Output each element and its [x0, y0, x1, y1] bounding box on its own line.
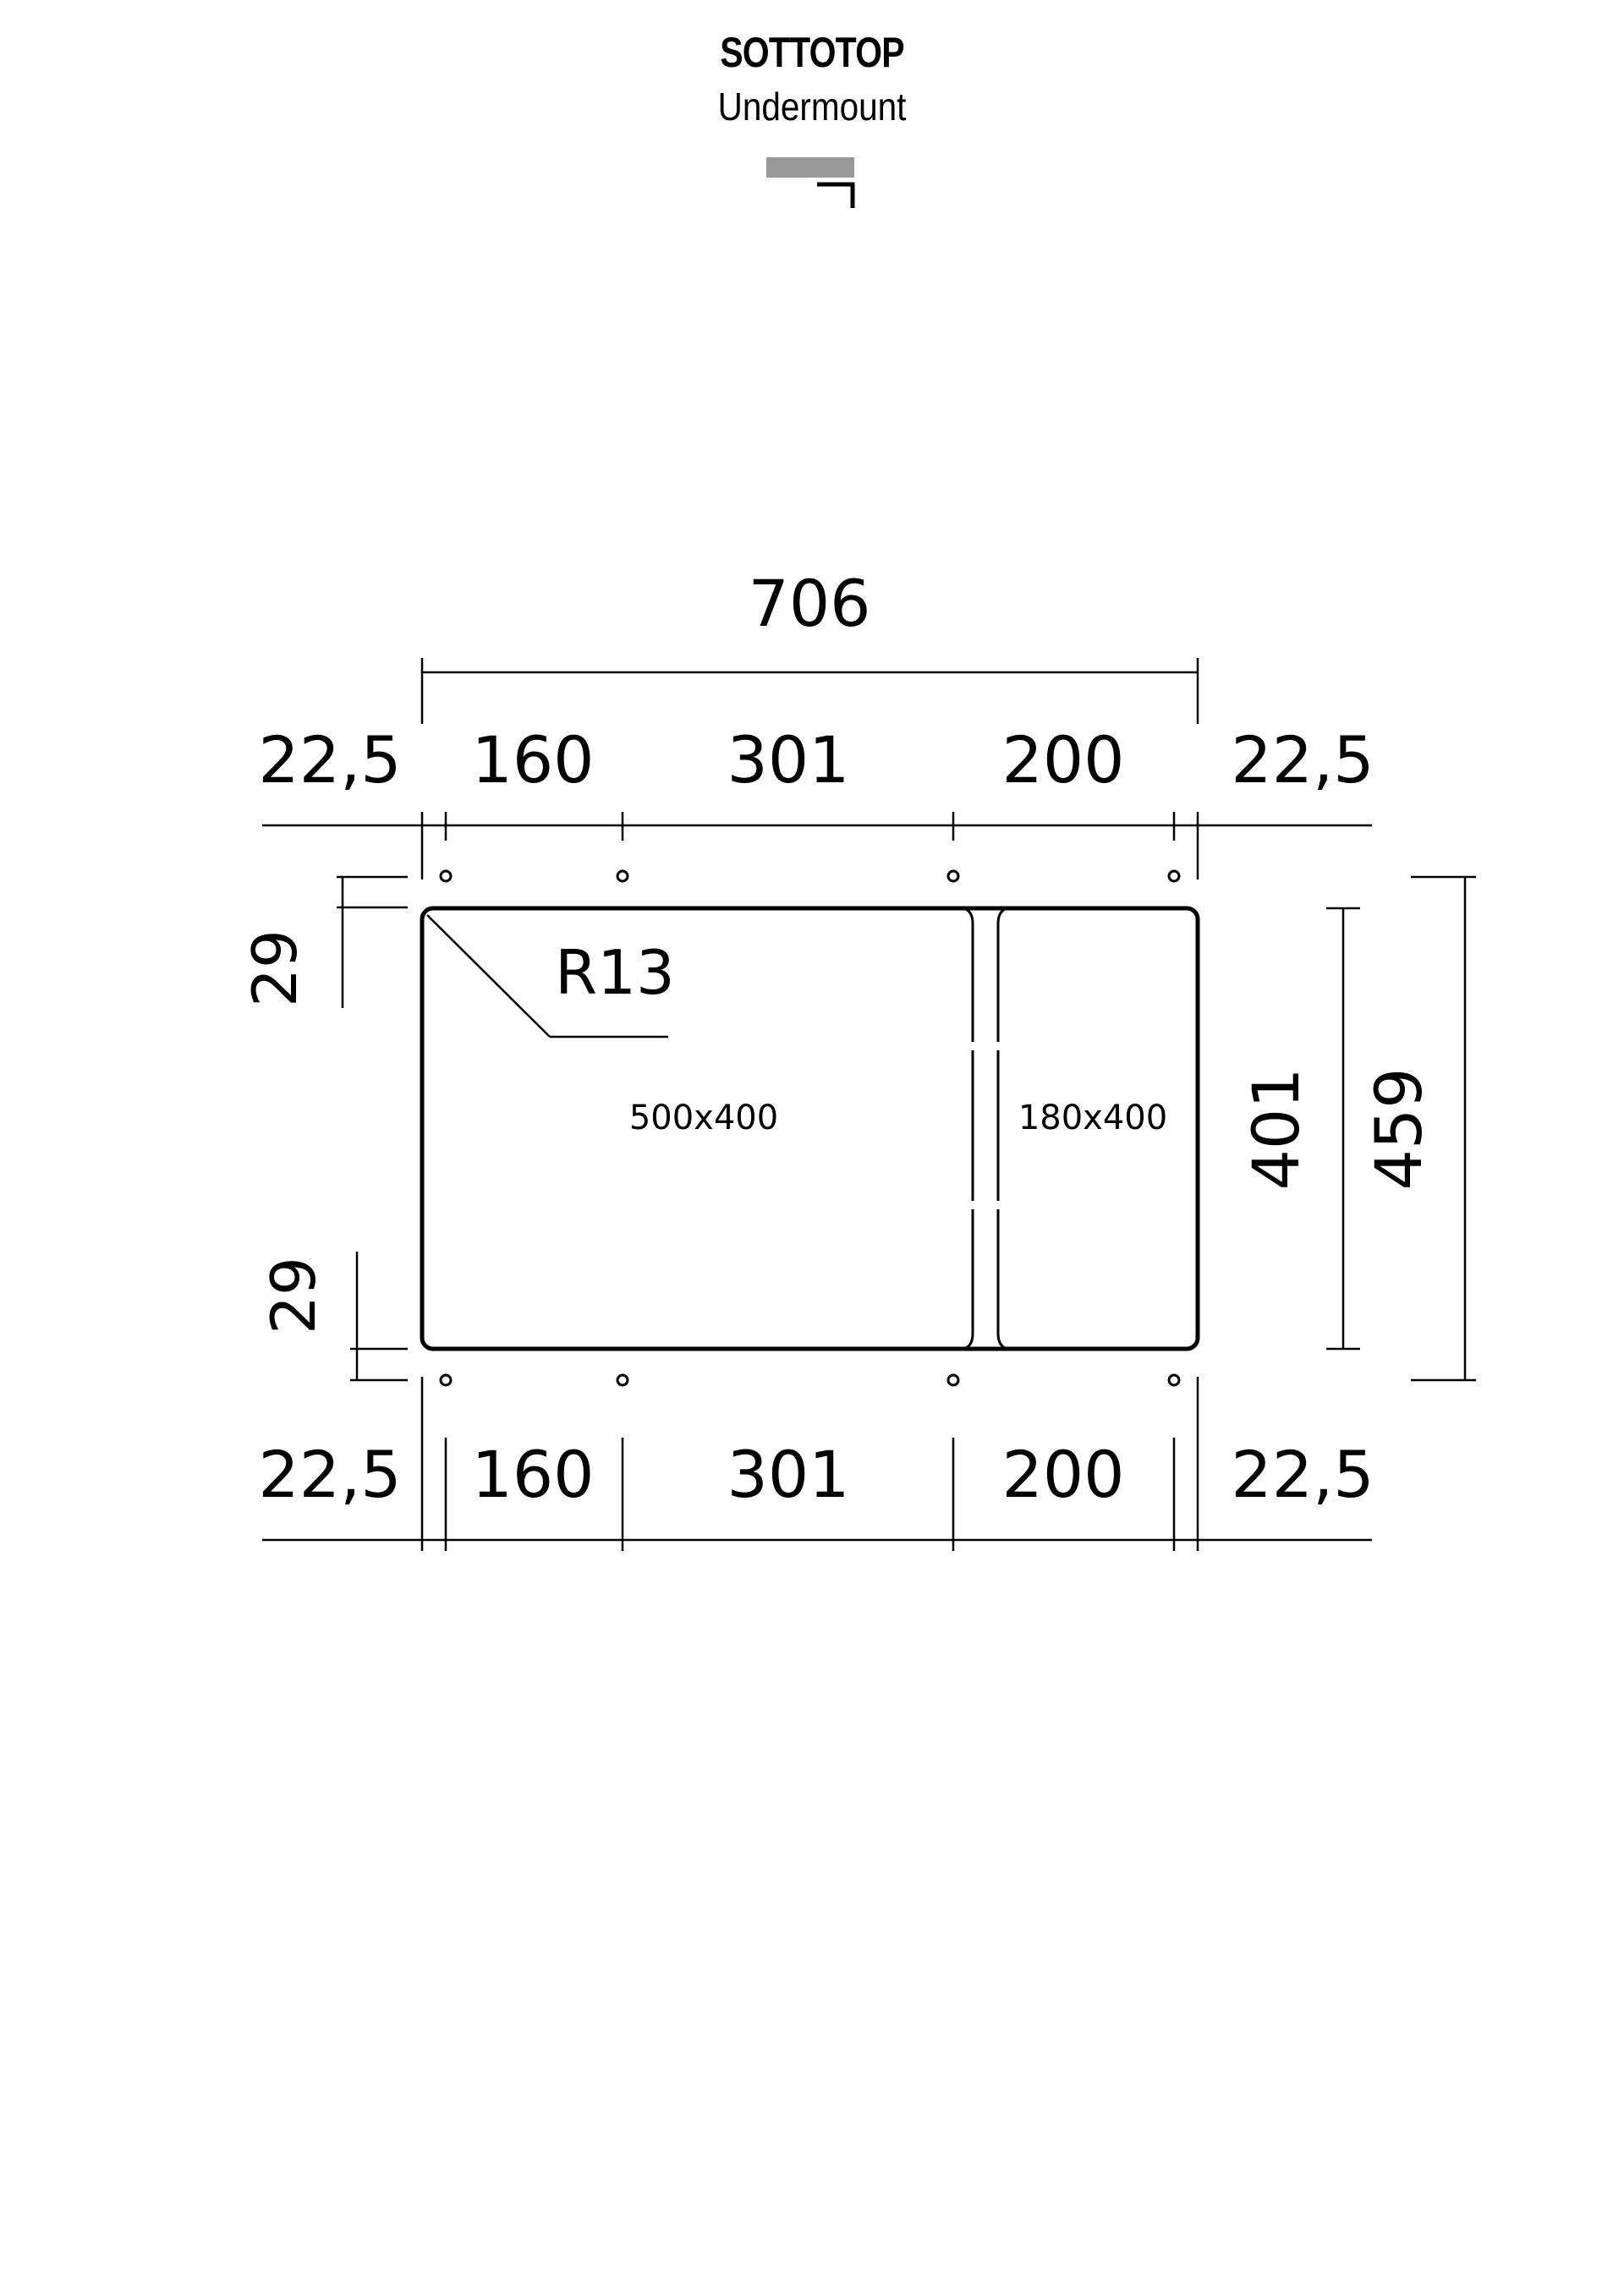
sink-outline: [420, 906, 1200, 1351]
top-dim-2: 160: [471, 722, 594, 797]
overall-width-label: 706: [748, 566, 870, 641]
bottom-dim-2: 160: [471, 1437, 594, 1512]
dimension-lines: [262, 658, 1476, 1551]
divider-breaks: [970, 1042, 1001, 1209]
mounting-hole: [1167, 1373, 1181, 1387]
bottom-dim-1: 22,5: [258, 1437, 401, 1512]
mounting-hole: [616, 869, 629, 883]
model-title: SOTTOTOP: [720, 29, 904, 76]
main-bowl-label: 500x400: [629, 1099, 778, 1137]
undermount-profile-icon: [766, 157, 855, 208]
top-dim-4: 200: [1001, 722, 1124, 797]
mounting-hole: [439, 1373, 453, 1387]
mounting-holes: [439, 869, 1181, 1387]
mounting-hole: [1167, 869, 1181, 883]
left-bottom-dim: 29: [258, 1257, 329, 1334]
small-bowl-label: 180x400: [1018, 1099, 1167, 1137]
mounting-hole: [946, 869, 960, 883]
bottom-dim-4: 200: [1001, 1437, 1124, 1512]
mounting-hole: [616, 1373, 629, 1387]
top-dim-1: 22,5: [258, 722, 401, 797]
model-subtitle: Undermount: [717, 85, 907, 129]
bottom-dim-5: 22,5: [1231, 1437, 1374, 1512]
bowl-height-dim: 401: [1238, 1067, 1314, 1190]
divider-ticks: [971, 1025, 1000, 1226]
bottom-dim-3: 301: [727, 1437, 849, 1512]
mounting-hole: [946, 1373, 960, 1387]
header: SOTTOTOP Undermount: [0, 25, 1624, 134]
mounting-hole: [439, 869, 453, 883]
top-dim-3: 301: [727, 722, 849, 797]
corner-radius-label: R13: [555, 937, 675, 1008]
overall-height-dim: 459: [1361, 1067, 1436, 1190]
top-dim-5: 22,5: [1231, 722, 1374, 797]
left-top-dim: 29: [239, 929, 310, 1007]
